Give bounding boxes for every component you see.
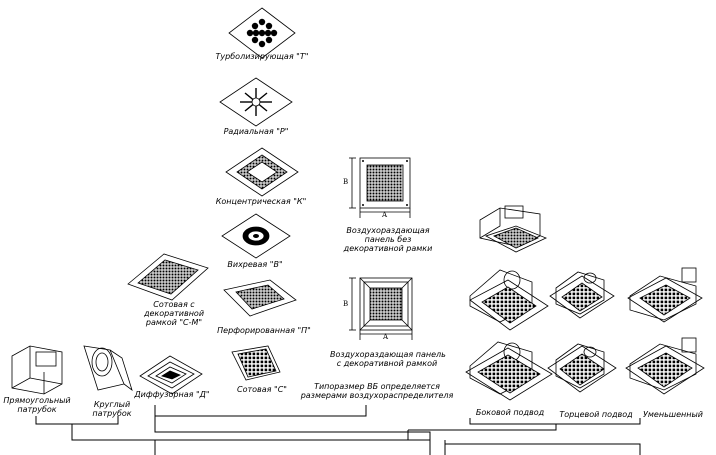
panel-honeycomb-frame xyxy=(127,253,209,301)
dim-a-no-frame: A xyxy=(382,211,388,219)
dim-a-with-frame: A xyxy=(383,333,389,341)
label-vortex: Вихревая "В" xyxy=(227,260,283,269)
label-panel-no-frame-line-2: панель без xyxy=(364,235,412,244)
label-honeycomb-frame-line-3: рамкой "С-М" xyxy=(145,318,203,327)
panel-radial xyxy=(219,77,293,127)
label-end-supply: Торцевой подвод xyxy=(559,410,633,419)
label-panel-with-frame-line-1: Воздухораздающая панель xyxy=(330,350,446,359)
label-size-note-line-1: Типоразмер ВБ определяется xyxy=(314,382,440,391)
plenum-side-1 xyxy=(469,269,549,331)
air-panel-with-frame xyxy=(349,277,413,340)
plenum-top xyxy=(479,205,548,253)
label-concentric: Концентрическая "К" xyxy=(215,197,307,206)
label-panel-no-frame-line-1: Воздухораздающая xyxy=(346,226,430,235)
label-size-note: Типоразмер ВБ определяется размерами воз… xyxy=(300,382,454,400)
panel-vortex xyxy=(221,213,291,259)
plenum-reduced-1 xyxy=(627,267,703,323)
label-reduced: Уменьшенный xyxy=(643,410,703,419)
label-radial: Радиальная "Р" xyxy=(223,127,289,136)
label-turbo: Турболизирующая "Т" xyxy=(215,52,309,61)
panel-concentric xyxy=(225,147,299,197)
connector-round xyxy=(83,345,133,392)
label-connector-round: Круглый патрубок xyxy=(84,400,140,418)
plenum-side-2 xyxy=(465,341,553,401)
label-diffuser: Диффузорная "Д" xyxy=(134,390,210,399)
dim-b-no-frame: B xyxy=(343,178,349,186)
label-panel-with-frame-line-2: с декоративной рамкой xyxy=(336,359,438,368)
label-panel-with-frame: Воздухораздающая панель с декоративной р… xyxy=(330,350,446,368)
label-connector-round-line-2: патрубок xyxy=(92,409,132,418)
label-honeycomb-frame-line-2: декоративной xyxy=(143,309,205,318)
label-connector-rect: Прямоугольный патрубок xyxy=(2,396,72,414)
panel-diffuser xyxy=(139,355,203,395)
panel-honeycomb xyxy=(231,345,281,381)
tree-lines xyxy=(35,405,641,455)
plenum-end-1 xyxy=(549,271,615,319)
panel-turbo xyxy=(228,7,296,59)
dim-b-with-frame: B xyxy=(343,300,349,308)
air-panel-no-frame xyxy=(349,157,411,218)
label-panel-no-frame: Воздухораздающая панель без декоративной… xyxy=(334,226,442,253)
label-honeycomb-frame: Сотовая с декоративной рамкой "С-М" xyxy=(126,300,222,327)
label-honeycomb: Сотовая "С" xyxy=(237,385,287,394)
label-size-note-line-2: размерами воздухораспределителя xyxy=(300,391,454,400)
panel-perforated xyxy=(223,279,297,317)
label-honeycomb-frame-line-1: Сотовая с xyxy=(153,300,195,309)
label-connector-round-line-1: Круглый xyxy=(93,400,131,409)
label-connector-rect-line-2: патрубок xyxy=(17,405,57,414)
label-side-supply: Боковой подвод xyxy=(475,408,545,417)
label-perforated: Перфорированная "П" xyxy=(217,326,311,335)
label-connector-rect-line-1: Прямоугольный xyxy=(3,396,71,405)
plenum-end-2 xyxy=(547,343,617,393)
connector-rect xyxy=(11,345,63,395)
plenum-reduced-2 xyxy=(625,337,705,395)
label-panel-no-frame-line-3: декоративной рамки xyxy=(343,244,433,253)
